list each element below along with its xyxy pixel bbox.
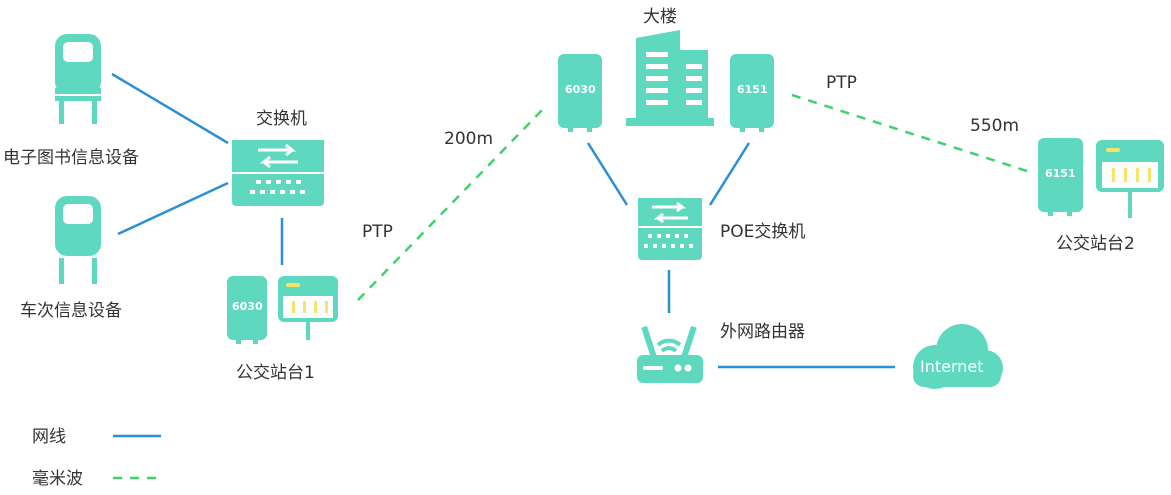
cable-radio6151-to-poe — [708, 142, 751, 206]
stop1-radio-icon: 6030 — [227, 276, 267, 344]
bus-info-device-label: 车次信息设备 — [20, 301, 122, 321]
switch-label: 交换机 — [256, 109, 307, 129]
stop1-radio-model: 6030 — [232, 300, 263, 313]
building-left-radio-icon: 6030 — [558, 54, 602, 132]
distance-left-label: 200m — [444, 129, 493, 149]
cable-radio6030-to-poe — [586, 142, 629, 206]
bus-stop-2-label: 公交站台2 — [1056, 234, 1135, 254]
building-right-radio-icon: 6151 — [730, 54, 774, 132]
internet-cloud-icon — [913, 324, 1003, 389]
library-info-device-label: 电子图书信息设备 — [3, 148, 139, 168]
library-info-device-icon — [55, 34, 101, 124]
internet-label: Internet — [920, 357, 984, 376]
legend-mmwave-label: 毫米波 — [32, 469, 83, 489]
ptp-right-label: PTP — [826, 73, 857, 93]
switch-icon — [232, 140, 324, 206]
stop1-bus-shelter-icon — [278, 276, 338, 340]
legend: 网线 毫米波 — [32, 427, 163, 489]
building-label: 大楼 — [643, 7, 677, 27]
stop2-bus-shelter-icon — [1096, 140, 1164, 218]
cable-library-to-switch — [111, 72, 229, 145]
distance-right-label: 550m — [970, 116, 1019, 136]
bus-info-device-icon — [55, 196, 101, 284]
router-label: 外网路由器 — [720, 322, 805, 342]
mmwave-stop1-to-building — [357, 104, 548, 301]
bus-stop-1-label: 公交站台1 — [236, 363, 315, 383]
legend-network-cable-label: 网线 — [32, 427, 66, 447]
stop2-radio-icon: 6151 — [1038, 138, 1083, 216]
building-icon — [626, 30, 714, 126]
poe-switch-label: POE交换机 — [720, 222, 805, 242]
network-cable-links — [111, 72, 895, 369]
router-icon — [637, 325, 703, 383]
ptp-left-label: PTP — [362, 222, 393, 242]
mmwave-building-to-stop2 — [791, 93, 1031, 174]
stop2-radio-model: 6151 — [1045, 167, 1076, 180]
poe-switch-icon — [638, 198, 702, 260]
building-right-radio-model: 6151 — [737, 83, 768, 96]
building-left-radio-model: 6030 — [565, 83, 596, 96]
cable-bus-info-to-switch — [117, 181, 229, 236]
millimeter-wave-links — [357, 93, 1031, 301]
